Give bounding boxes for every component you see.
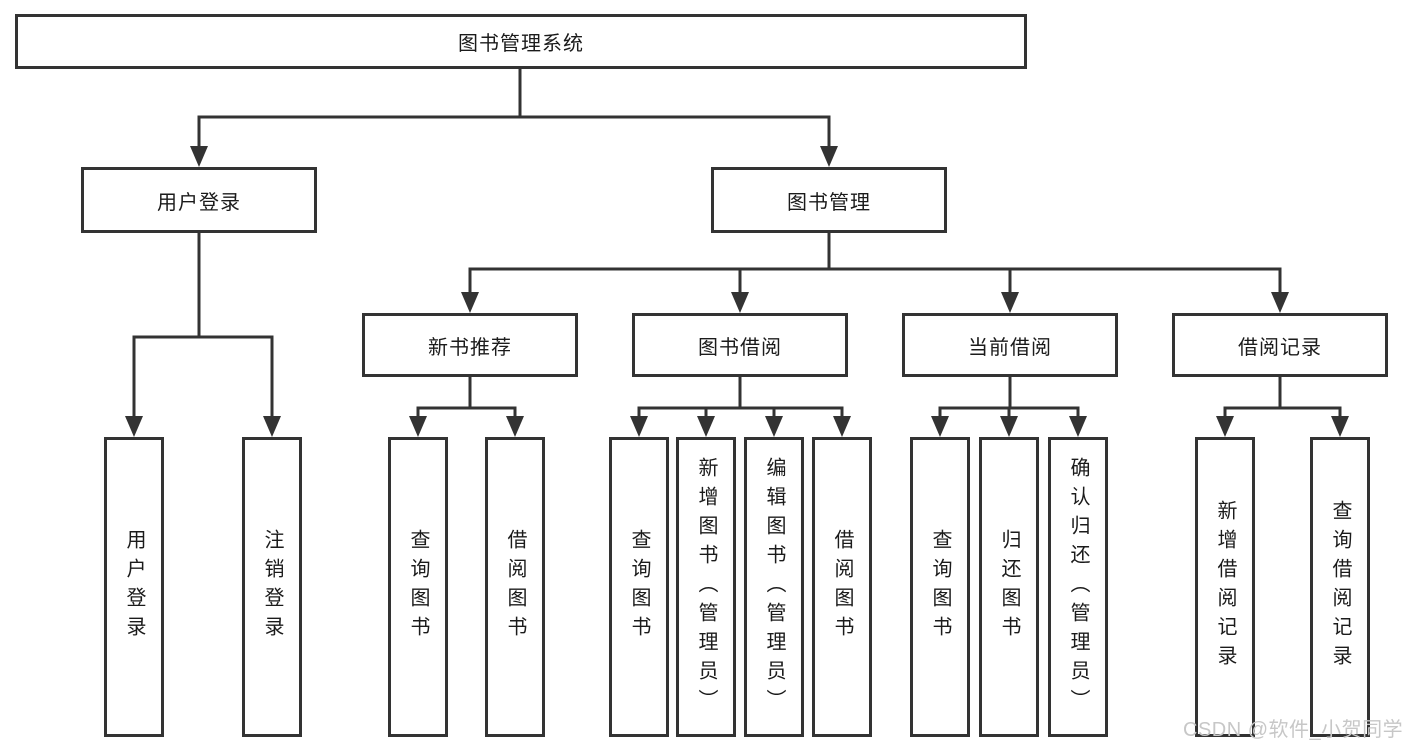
arrowhead-down-icon (461, 292, 479, 313)
leaf-query-books-current: 查询图书 (910, 437, 970, 737)
arrowhead-down-icon (409, 416, 427, 437)
leaf-logout-login: 注销登录 (242, 437, 302, 737)
leaf-query-books-borrow: 查询图书 (609, 437, 669, 737)
arrowhead-down-icon (1331, 416, 1349, 437)
edge-newbooks-branch (416, 406, 517, 420)
arrowheads (125, 146, 1349, 437)
node-label: 归还图书 (998, 529, 1020, 645)
edge-userlogin-branch (132, 335, 274, 420)
node-label: 图书借阅 (698, 336, 782, 359)
node-label: 查询图书 (929, 529, 951, 645)
node-label: 借阅图书 (504, 529, 526, 645)
node-book-borrow: 图书借阅 (632, 313, 848, 377)
leaf-borrow-books: 借阅图书 (812, 437, 872, 737)
node-label: 查询图书 (407, 529, 429, 645)
edge-lines (132, 69, 1342, 420)
node-label: 图书管理系统 (458, 33, 584, 55)
edge-root-branch (197, 115, 831, 150)
arrowhead-down-icon (931, 416, 949, 437)
edge-records-branch (1223, 406, 1342, 420)
arrowhead-down-icon (1001, 292, 1019, 313)
leaf-borrow-books-recommend: 借阅图书 (485, 437, 545, 737)
arrowhead-down-icon (1000, 416, 1018, 437)
node-user-login: 用户登录 (81, 167, 317, 233)
node-library-management-system: 图书管理系统 (15, 14, 1027, 69)
node-label: 编辑图书（管理员） (763, 456, 785, 718)
arrowhead-down-icon (263, 416, 281, 437)
leaf-query-borrow-record: 查询借阅记录 (1310, 437, 1370, 737)
edge-borrow-branch (637, 406, 844, 420)
node-label: 用户登录 (123, 529, 145, 645)
node-label: 新书推荐 (428, 336, 512, 359)
arrowhead-down-icon (1216, 416, 1234, 437)
arrowhead-down-icon (697, 416, 715, 437)
leaf-confirm-return-admin: 确认归还（管理员） (1048, 437, 1108, 737)
arrowhead-down-icon (125, 416, 143, 437)
node-book-management: 图书管理 (711, 167, 947, 233)
node-label: 新增图书（管理员） (695, 456, 717, 718)
arrowhead-down-icon (1069, 416, 1087, 437)
node-label: 注销登录 (261, 529, 283, 645)
edge-bookmgmt-branch (468, 267, 1282, 296)
leaf-add-books-admin: 新增图书（管理员） (676, 437, 736, 737)
arrowhead-down-icon (630, 416, 648, 437)
arrowhead-down-icon (765, 416, 783, 437)
leaf-user-login: 用户登录 (104, 437, 164, 737)
node-label: 用户登录 (157, 191, 241, 214)
leaf-edit-books-admin: 编辑图书（管理员） (744, 437, 804, 737)
arrowhead-down-icon (731, 292, 749, 313)
node-label: 图书管理 (787, 191, 871, 214)
arrowhead-down-icon (190, 146, 208, 167)
leaf-query-books-recommend: 查询图书 (388, 437, 448, 737)
leaf-add-borrow-record: 新增借阅记录 (1195, 437, 1255, 737)
leaf-return-books: 归还图书 (979, 437, 1039, 737)
node-label: 查询借阅记录 (1329, 500, 1351, 674)
node-label: 确认归还（管理员） (1067, 456, 1089, 718)
node-borrow-records: 借阅记录 (1172, 313, 1388, 377)
node-label: 借阅图书 (831, 529, 853, 645)
arrowhead-down-icon (833, 416, 851, 437)
node-label: 查询图书 (628, 529, 650, 645)
arrowhead-down-icon (506, 416, 524, 437)
node-new-book-recommend: 新书推荐 (362, 313, 578, 377)
node-current-borrow: 当前借阅 (902, 313, 1118, 377)
arrowhead-down-icon (1271, 292, 1289, 313)
node-label: 借阅记录 (1238, 336, 1322, 359)
node-label: 当前借阅 (968, 336, 1052, 359)
arrowhead-down-icon (820, 146, 838, 167)
node-label: 新增借阅记录 (1214, 500, 1236, 674)
